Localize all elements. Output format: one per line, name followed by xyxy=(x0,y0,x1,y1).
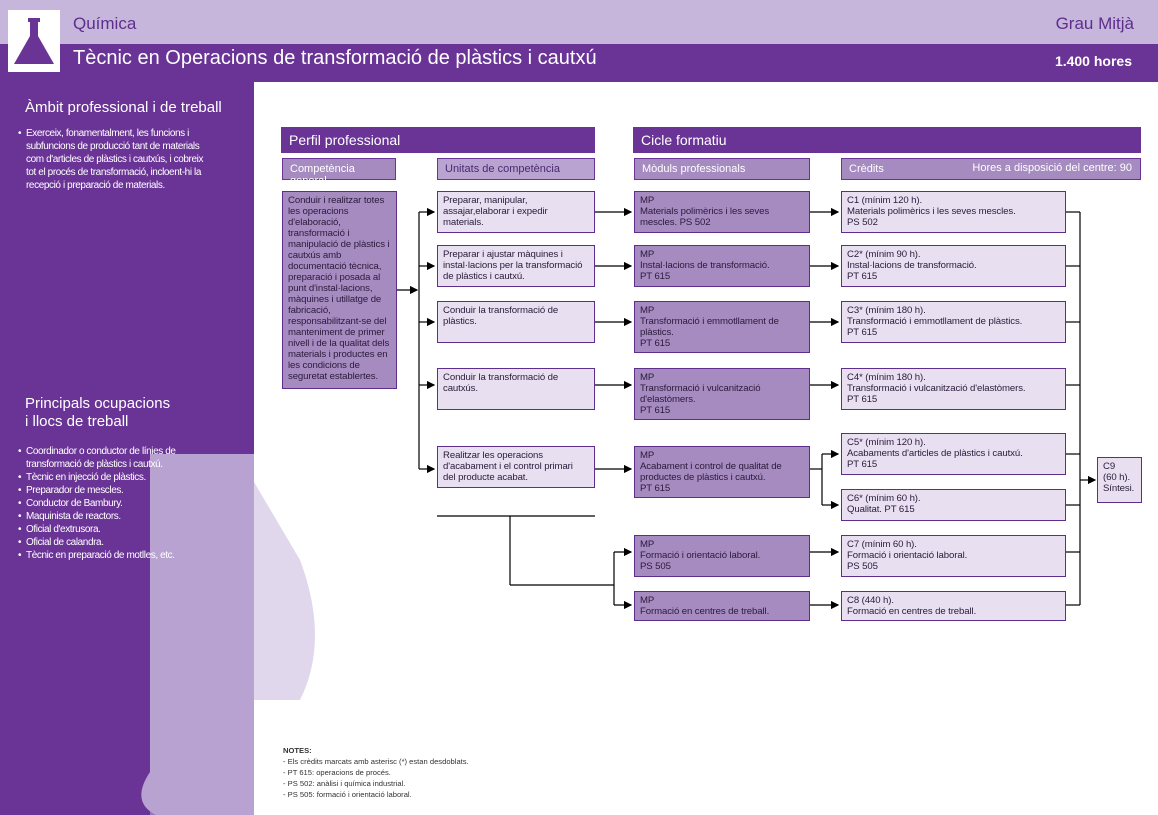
ocupacio-item: Conductor de Bambury. xyxy=(18,497,250,510)
modul-box: MP Formació en centres de treball. xyxy=(634,591,810,621)
ocupacions-list: Coordinador o conductor de línies de tra… xyxy=(18,445,250,562)
ambit-title: Àmbit professional i de treball xyxy=(25,99,222,116)
credit-box: C6* (mínim 60 h). Qualitat. PT 615 xyxy=(841,489,1066,521)
ocupacio-item: Oficial d'extrusora. xyxy=(18,523,250,536)
ocupacio-line: Coordinador o conductor de línies de xyxy=(26,446,176,457)
ambit-text: Exerceix, fonamentalment, les funcions i… xyxy=(18,127,250,192)
unitat-box: Conduir la transformació de cautxús. xyxy=(437,368,595,410)
modul-box: MP Transformació i vulcanització d'elast… xyxy=(634,368,810,420)
note-line: - Els crèdits marcats amb asterisc (*) e… xyxy=(283,757,469,766)
credit-sintesi-box: C9 (60 h). Síntesi. xyxy=(1097,457,1142,503)
ocupacions-title-line: Principals ocupacions xyxy=(25,395,171,412)
left-panel: Àmbit professional i de treball Exerceix… xyxy=(0,82,254,815)
total-hours: 1.400 hores xyxy=(1054,53,1132,69)
modul-box: MP Transformació i emmotllament de plàst… xyxy=(634,301,810,353)
note-line: - PS 505: formació i orientació laboral. xyxy=(283,790,412,799)
ambit-line: Exerceix, fonamentalment, les funcions i xyxy=(26,128,189,139)
ocupacio-item: Tècnic en preparació de motlles, etc. xyxy=(18,549,250,562)
ocupacio-line: Oficial de calandra. xyxy=(26,537,104,548)
modul-box: MP Formació i orientació laboral. PS 505 xyxy=(634,535,810,577)
ocupacio-line: transformació de plàstics i cautxú. xyxy=(26,459,163,470)
ambit-line: subfuncions de producció tant de materia… xyxy=(26,141,200,152)
modul-box: MP Acabament i control de qualitat de pr… xyxy=(634,446,810,498)
notes: NOTES: - Els crèdits marcats amb asteris… xyxy=(283,745,469,800)
ocupacio-item: Preparador de mescles. xyxy=(18,484,250,497)
ambit-item: Exerceix, fonamentalment, les funcions i… xyxy=(18,127,250,192)
cicle-header: Cicle formatiu xyxy=(633,127,1141,153)
credit-box: C3* (mínim 180 h). Transformació i emmot… xyxy=(841,301,1066,343)
credit-box: C4* (mínim 180 h). Transformació i vulca… xyxy=(841,368,1066,410)
col-unitats: Unitats de competència xyxy=(437,158,595,180)
col-credits: Crèdits Hores a disposició del centre: 9… xyxy=(841,158,1141,180)
note-line: - PT 615: operacions de procés. xyxy=(283,768,391,777)
competencia-general-box: Conduir i realitzar totes les operacions… xyxy=(282,191,397,389)
flask-icon xyxy=(8,10,60,72)
perfil-header: Perfil professional xyxy=(281,127,595,153)
notes-title: NOTES: xyxy=(283,746,312,755)
header-top-band xyxy=(0,0,1158,44)
credit-box: C8 (440 h). Formació en centres de treba… xyxy=(841,591,1066,621)
ocupacions-title: Principals ocupacions i llocs de treball xyxy=(25,395,170,431)
modul-box: MP Materials polimèrics i les seves mesc… xyxy=(634,191,810,233)
ocupacio-line: Maquinista de reactors. xyxy=(26,511,121,522)
col-moduls: Mòduls professionals xyxy=(634,158,810,180)
header-title-band xyxy=(0,44,1158,82)
ambit-line: tot el procés de transformació, incloent… xyxy=(26,167,202,178)
ocupacions-title-line: i llocs de treball xyxy=(25,413,129,430)
unitat-box: Conduir la transformació de plàstics. xyxy=(437,301,595,343)
unitat-box: Realitzar les operacions d'acabament i e… xyxy=(437,446,595,488)
ambit-line: com d'articles de plàstics i cautxús, i … xyxy=(26,154,204,165)
ocupacio-line: Tècnic en preparació de motlles, etc. xyxy=(26,550,175,561)
ocupacio-line: Preparador de mescles. xyxy=(26,485,124,496)
credits-label: Crèdits xyxy=(849,163,884,175)
credit-box: C2* (mínim 90 h). Instal·lacions de tran… xyxy=(841,245,1066,287)
credit-box: C7 (mínim 60 h). Formació i orientació l… xyxy=(841,535,1066,577)
hores-centre-label: Hores a disposició del centre: 90 xyxy=(972,162,1132,174)
modul-box: MP Instal·lacions de transformació. PT 6… xyxy=(634,245,810,287)
note-line: - PS 502: anàlisi i química industrial. xyxy=(283,779,406,788)
credit-box: C5* (mínim 120 h). Acabaments d'articles… xyxy=(841,433,1066,475)
ambit-line: recepció i preparació de materials. xyxy=(26,180,165,191)
unitat-box: Preparar, manipular, assajar,elaborar i … xyxy=(437,191,595,233)
ocupacio-item: Maquinista de reactors. xyxy=(18,510,250,523)
page-title: Tècnic en Operacions de transformació de… xyxy=(73,47,597,69)
ocupacio-line: Conductor de Bambury. xyxy=(26,498,123,509)
col-competencia-general: Competència general xyxy=(282,158,396,187)
category-label: Química xyxy=(73,14,137,33)
ocupacio-item: Coordinador o conductor de línies de tra… xyxy=(18,445,250,471)
ocupacio-item: Oficial de calandra. xyxy=(18,536,250,549)
ocupacio-item: Tècnic en injecció de plàstics. xyxy=(18,471,250,484)
unitat-box: Preparar i ajustar màquines i instal·lac… xyxy=(437,245,595,287)
level-label: Grau Mitjà xyxy=(1055,14,1134,33)
ocupacio-line: Oficial d'extrusora. xyxy=(26,524,101,535)
ocupacio-line: Tècnic en injecció de plàstics. xyxy=(26,472,146,483)
credit-box: C1 (mínim 120 h). Materials polimèrics i… xyxy=(841,191,1066,233)
